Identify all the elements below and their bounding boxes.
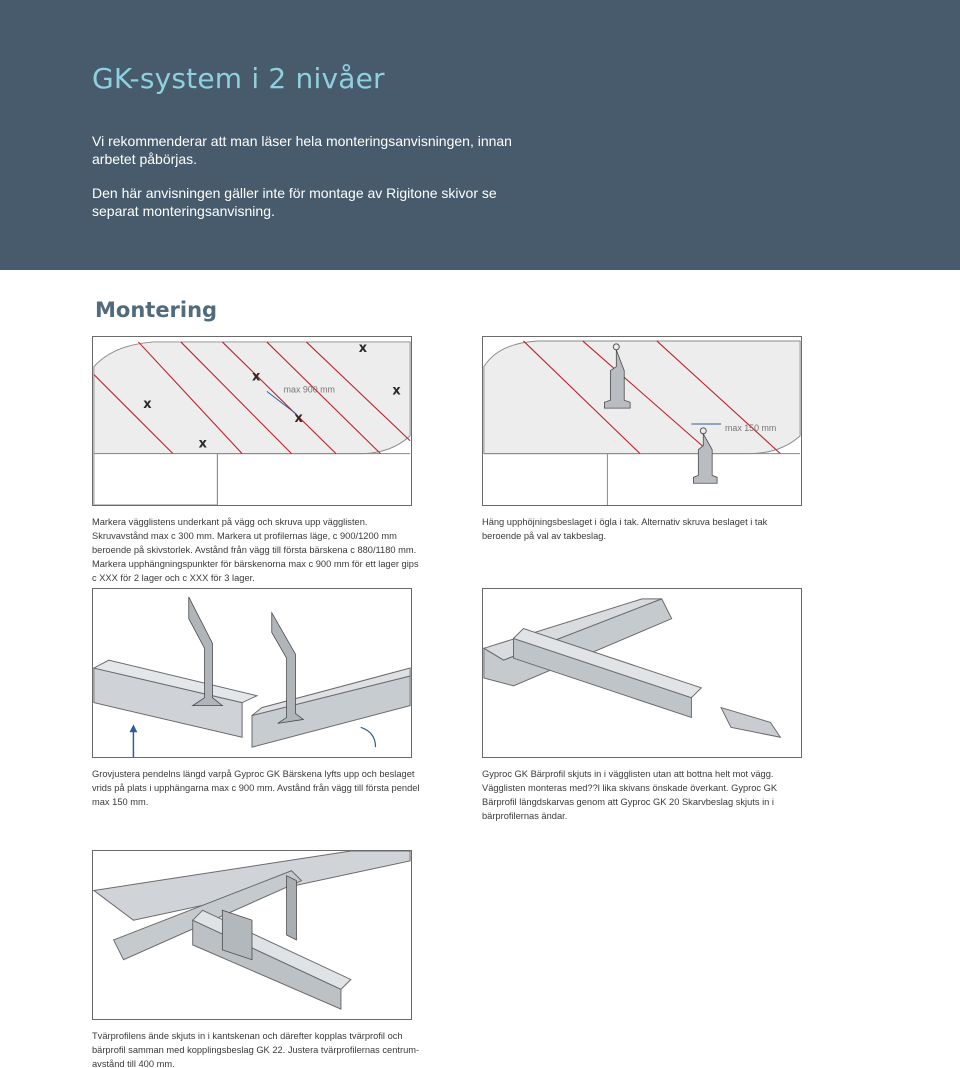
caption-step-1: Markera vägglistens underkant på vägg oc… (92, 517, 419, 583)
figure-ceiling-marking: max 900 mm x x x x x x (92, 336, 412, 506)
caption-step-2: Häng upphöjningsbeslaget i ögla i tak. A… (482, 517, 768, 541)
caption-step-4: Gyproc GK Bärprofil skjuts in i vägglist… (482, 769, 778, 821)
cross-profile-diagram (93, 851, 411, 1010)
max-900-label: max 900 mm (284, 384, 335, 394)
mark-x-2: x (252, 369, 261, 384)
figure-profile-assembly (482, 588, 802, 758)
mark-x-4: x (143, 397, 152, 412)
section-title: Montering (95, 298, 218, 322)
ceiling-marking-diagram: max 900 mm x x x x x x (93, 341, 411, 505)
figure-rail-hang (92, 588, 412, 758)
figure-hanger-install: max 150 mm (482, 336, 802, 506)
header-band (0, 0, 960, 270)
profile-assembly-diagram (483, 598, 782, 738)
mark-x-3: x (392, 383, 401, 398)
hanger-diagram: max 150 mm (483, 340, 801, 505)
rail-hang-diagram (93, 596, 411, 757)
intro-text: Vi rekommenderar att man läser hela mont… (92, 132, 512, 236)
caption-step-5: Tvärprofilens ände skjuts in i kantskena… (92, 1031, 420, 1068)
max-150-label: max 150 mm (725, 423, 776, 433)
intro-paragraph-2: Den här anvisningen gäller inte för mont… (92, 185, 497, 219)
document-title: GK-system i 2 nivåer (92, 62, 385, 95)
figure-cross-profile (92, 850, 412, 1020)
mark-x-1: x (359, 341, 368, 356)
mark-x-6: x (199, 437, 208, 452)
caption-step-3: Grovjustera pendelns längd varpå Gyproc … (92, 769, 420, 807)
mark-x-5: x (294, 411, 303, 426)
intro-paragraph-1: Vi rekommenderar att man läser hela mont… (92, 133, 512, 167)
